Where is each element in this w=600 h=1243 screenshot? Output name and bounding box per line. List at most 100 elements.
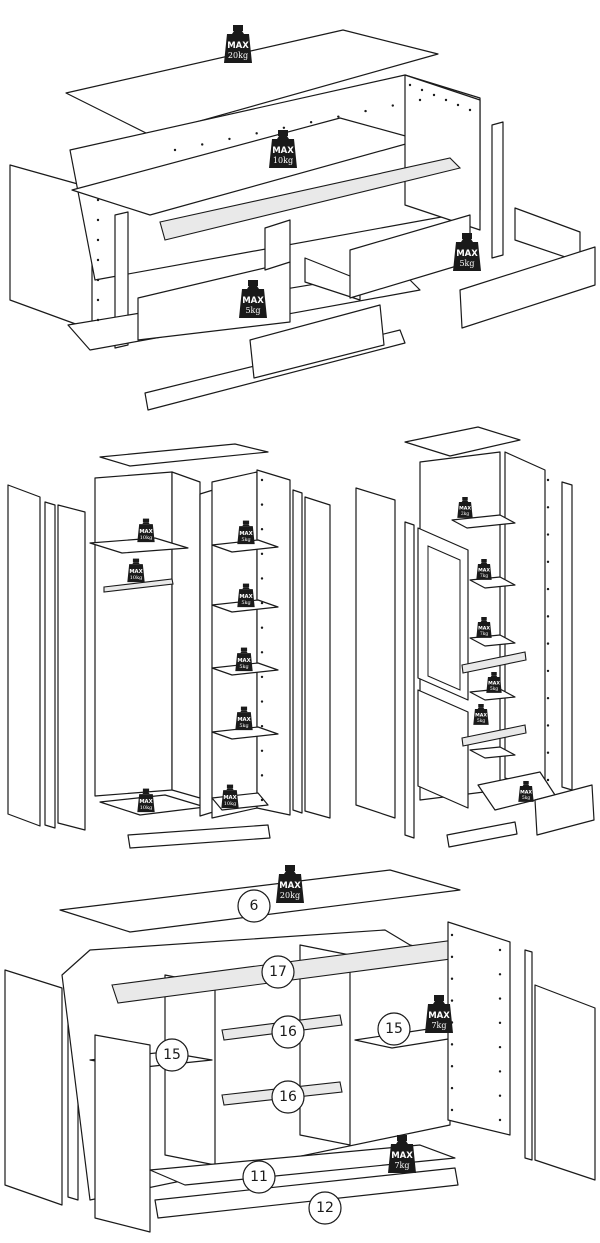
a-drawer-divider xyxy=(264,219,291,271)
d-door-left xyxy=(94,1034,151,1233)
callout-front-rail: 17 xyxy=(261,955,295,989)
hole-dot xyxy=(96,298,100,302)
hole-dot xyxy=(546,478,550,482)
weight-max-label: MAX xyxy=(428,1011,450,1021)
hole-dot xyxy=(546,778,550,782)
section-tv-unit xyxy=(9,29,596,411)
weight-max-label: MAX xyxy=(242,296,264,306)
hole-dot xyxy=(498,1094,502,1097)
hole-dot xyxy=(546,615,550,618)
weight-value-label: 10kg xyxy=(130,575,143,581)
callout-inner-rail-lower: 16 xyxy=(271,1080,305,1114)
hole-dot xyxy=(260,626,264,629)
callout-number: 11 xyxy=(250,1169,268,1185)
d-plinth xyxy=(154,1167,459,1219)
hole-dot xyxy=(391,104,394,107)
hole-dot xyxy=(260,601,264,605)
a-drawer-divider-2 xyxy=(304,257,361,301)
hole-dot xyxy=(546,587,550,591)
weight-value-label: 5kg xyxy=(239,664,249,670)
c-rail-1 xyxy=(461,651,527,674)
hole-dot xyxy=(260,552,264,556)
hole-dot xyxy=(96,198,100,202)
callout-number: 15 xyxy=(163,1047,181,1063)
hole-dot xyxy=(444,98,448,102)
hole-dot xyxy=(468,108,472,112)
hole-dot xyxy=(498,1070,502,1073)
weight-value-label: 5kg xyxy=(477,719,485,724)
c-drawer-front xyxy=(534,784,595,836)
b-door-right xyxy=(304,496,331,819)
a-drawer-right-front xyxy=(459,246,596,329)
hole-dot xyxy=(546,560,550,564)
hole-dot xyxy=(450,1043,454,1046)
hole-dot xyxy=(408,83,412,87)
weight-value-label: 5kg xyxy=(522,796,530,801)
weight-max-label: MAX xyxy=(237,717,250,723)
d-door-right xyxy=(534,984,596,1181)
hole-dot xyxy=(456,103,460,107)
c-door-left xyxy=(355,487,396,819)
weight-value-label: 7kg xyxy=(431,1021,446,1030)
a-right-side xyxy=(404,74,481,231)
hole-dot xyxy=(420,88,424,92)
callout-number: 15 xyxy=(385,1021,403,1037)
c-glass-door xyxy=(417,527,469,701)
callout-inner-rail-upper: 16 xyxy=(271,1015,305,1049)
callout-top-panel: 6 xyxy=(237,889,271,923)
hole-dot xyxy=(498,948,502,952)
hole-dot xyxy=(498,1045,502,1049)
hole-dot xyxy=(450,1086,454,1090)
weight-max-label: MAX xyxy=(237,658,250,664)
hole-dot xyxy=(260,651,264,654)
hole-dot xyxy=(228,137,231,141)
weight-value-label: 5kg xyxy=(245,306,260,315)
hole-dot xyxy=(546,506,550,509)
callout-number: 6 xyxy=(250,898,259,914)
hole-dot xyxy=(337,115,340,118)
weight-max-label: MAX xyxy=(520,790,532,796)
d-right-strip xyxy=(524,949,533,1161)
hole-dot xyxy=(450,1108,454,1112)
c-top-panel xyxy=(404,426,521,457)
section-vitrine xyxy=(355,426,595,848)
weight-value-label: 10kg xyxy=(140,805,153,811)
hole-dot xyxy=(260,724,264,728)
hole-dot xyxy=(96,238,100,242)
a-vertical-post-left xyxy=(114,211,129,349)
weight-max-label: MAX xyxy=(478,568,490,574)
c-lower-door xyxy=(417,689,469,809)
hole-dot xyxy=(260,503,264,506)
section-sideboard xyxy=(4,869,596,1233)
b-rail xyxy=(103,578,174,593)
b-carcass-right xyxy=(211,471,258,819)
hole-dot xyxy=(546,724,550,727)
weight-max-label: MAX xyxy=(239,531,252,537)
weight-max-label: MAX xyxy=(139,799,152,805)
a-drawer-left-front xyxy=(249,304,385,379)
b-right-side xyxy=(256,469,291,816)
hole-dot xyxy=(309,121,313,124)
hole-dot xyxy=(432,93,436,97)
b-mid-post xyxy=(199,489,214,817)
c-carcass-side xyxy=(504,451,546,791)
weight-max-label: MAX xyxy=(227,41,249,51)
hole-dot xyxy=(364,109,367,113)
hole-dot xyxy=(260,774,264,777)
weight-max-label: MAX xyxy=(239,594,252,600)
hole-dot xyxy=(546,751,550,754)
b-carcass-left-side xyxy=(171,471,201,799)
weight-value-label: 7kg xyxy=(480,632,488,637)
